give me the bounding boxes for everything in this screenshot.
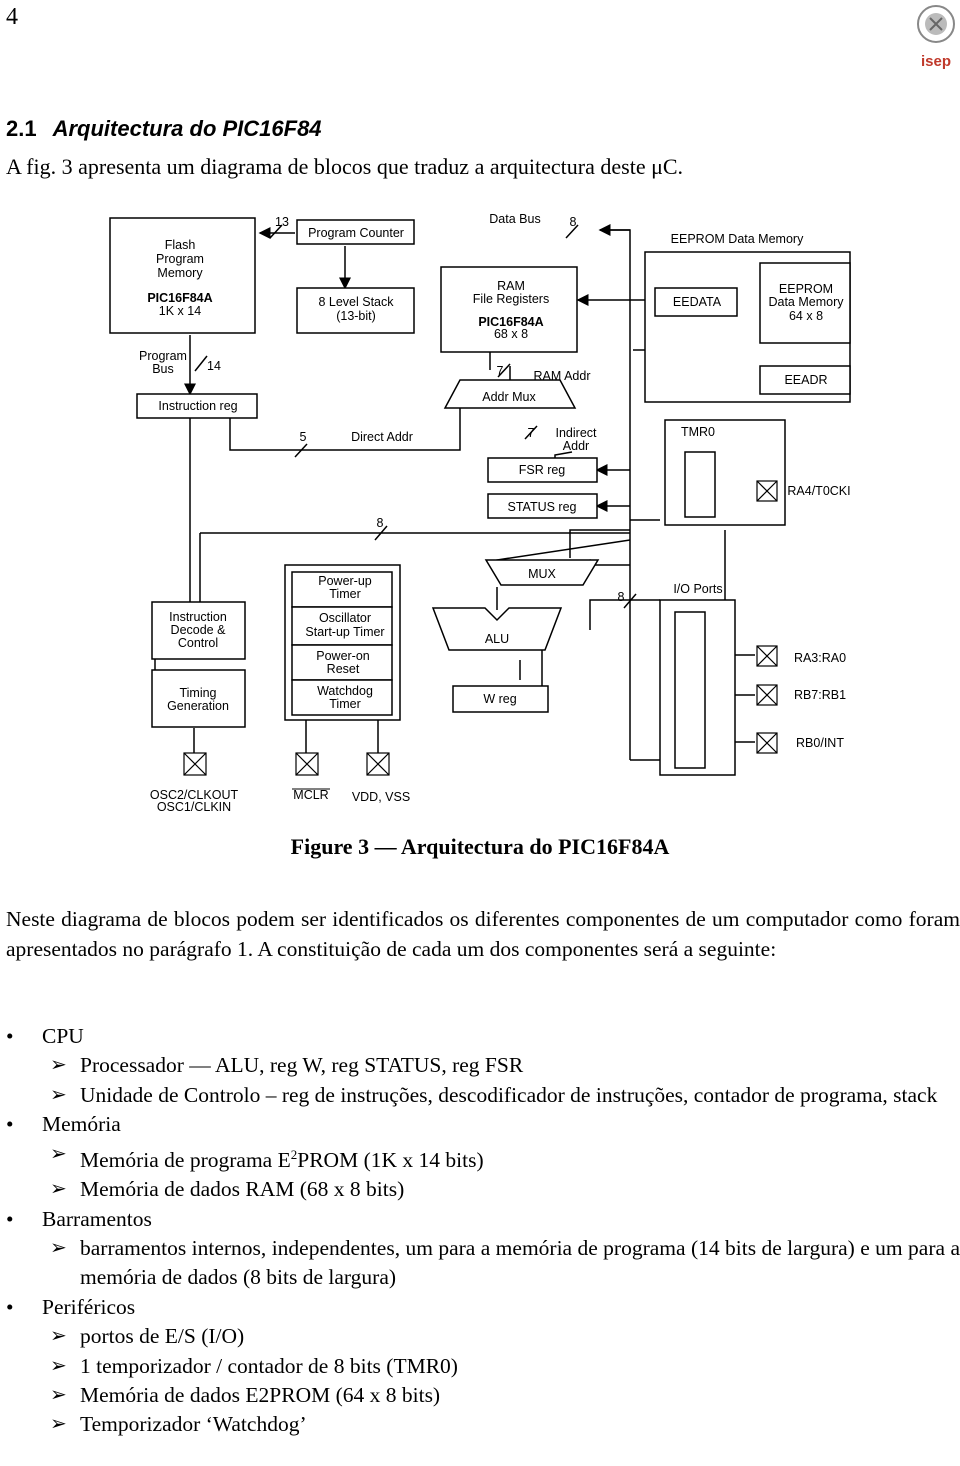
ram-size-label: 68 x 8 [494,327,528,341]
ram-label-1: RAM [497,279,525,293]
osc-label-1: OSC2/CLKOUT [150,788,239,802]
eeprom-block-label-2: Data Memory [768,295,844,309]
oscillator-label-2: Start-up Timer [305,625,384,639]
data-bus-label: Data Bus [489,212,540,226]
stack-label-2: (13-bit) [336,309,376,323]
component-list: CPU Processador — ALU, reg W, reg STATUS… [6,1022,960,1440]
ram-addr-width-label: 7 [497,364,504,378]
eeprom-block-label-1: EEPROM [779,282,833,296]
stack-label-1: 8 Level Stack [318,295,394,309]
osc-label-2: OSC1/CLKIN [157,800,231,814]
ram-addr-label: RAM Addr [534,369,591,383]
watchdog-label-2: Timer [329,697,360,711]
list-item-memoria: Memória [6,1110,960,1140]
program-bus-label-2: Bus [152,362,174,376]
ram-chip-label: PIC16F84A [478,315,543,329]
eedata-label: EEDATA [673,295,722,309]
list-subitem: Memória de dados E2PROM (64 x 8 bits) [6,1381,960,1411]
program-bus-label-1: Program [139,349,187,363]
flash-chip-label: PIC16F84A [147,291,212,305]
list-item-barramentos: Barramentos [6,1205,960,1235]
alu-label: ALU [485,632,509,646]
bus8a-label: 8 [377,516,384,530]
flash-label-2: Program [156,252,204,266]
isep-logo: isep [917,5,955,70]
indirect-addr-label-2: Addr [563,439,589,453]
timing-label-2: Generation [167,699,229,713]
io-ports-label: I/O Ports [673,582,722,596]
timing-label-1: Timing [179,686,216,700]
direct-addr-label: Direct Addr [351,430,413,444]
direct-addr-width-label: 5 [300,430,307,444]
eeprom-title-label: EEPROM Data Memory [671,232,804,246]
page-number: 4 [6,4,18,30]
list-subitem: Processador — ALU, reg W, reg STATUS, re… [6,1051,960,1081]
program-bus-width-label: 14 [207,359,221,373]
fsr-label: FSR reg [519,463,566,477]
oscillator-label-1: Oscillator [319,611,371,625]
ra3-label: RA3:RA0 [794,651,846,665]
bus8b-label: 8 [618,590,625,604]
rb0-label: RB0/INT [796,736,844,750]
powerup-label-1: Power-up [318,574,372,588]
decode-label-3: Control [178,636,218,650]
poweron-label-2: Reset [327,662,360,676]
decode-label-2: Decode & [171,623,227,637]
logo-text: isep [921,53,951,70]
list-subitem: portos de E/S (I/O) [6,1322,960,1352]
mclr-label: MCLR [293,788,328,802]
indirect-width-label: 7 [528,426,535,440]
wreg-label: W reg [483,692,516,706]
list-subitem: 1 temporizador / contador de 8 bits (TMR… [6,1352,960,1382]
eeprom-block-label-3: 64 x 8 [789,309,823,323]
ram-label-2: File Registers [473,292,549,306]
status-label: STATUS reg [508,500,577,514]
flash-label-1: Flash [165,238,196,252]
data-bus-width-label: 8 [570,215,577,229]
instruction-reg-label: Instruction reg [158,399,237,413]
flash-label-3: Memory [157,266,203,280]
decode-label-1: Instruction [169,610,227,624]
program-counter-label: Program Counter [308,226,404,240]
flash-size-label: 1K x 14 [159,304,201,318]
body-paragraph: Neste diagrama de blocos podem ser ident… [6,907,960,961]
list-subitem: Unidade de Controlo – reg de instruções,… [6,1081,960,1111]
intro-text: A fig. 3 apresenta um diagrama de blocos… [6,154,684,179]
indirect-addr-label-1: Indirect [556,426,598,440]
list-subitem: Memória de dados RAM (68 x 8 bits) [6,1175,960,1205]
pic16f84a-block-diagram: Flash Program Memory PIC16F84A 1K x 14 1… [109,212,851,814]
list-subitem: Memória de programa E2PROM (1K x 14 bits… [6,1140,960,1176]
rb7-label: RB7:RB1 [794,688,846,702]
vdd-label: VDD, VSS [352,790,410,804]
powerup-label-2: Timer [329,587,360,601]
pc-width-label: 13 [275,215,289,229]
tmr0-label: TMR0 [681,425,715,439]
mux-label: MUX [528,567,556,581]
ra4-label: RA4/T0CKI [787,484,850,498]
poweron-label-1: Power-on [316,649,370,663]
list-item-perifericos: Periféricos [6,1293,960,1323]
figure-caption: Figure 3 — Arquitectura do PIC16F84A [290,834,670,859]
watchdog-label-1: Watchdog [317,684,373,698]
addr-mux-label: Addr Mux [482,390,536,404]
list-item-cpu: CPU [6,1022,960,1052]
list-subitem: Temporizador ‘Watchdog’ [6,1410,960,1440]
eeadr-label: EEADR [784,373,827,387]
list-subitem: barramentos internos, independentes, um … [6,1234,960,1293]
